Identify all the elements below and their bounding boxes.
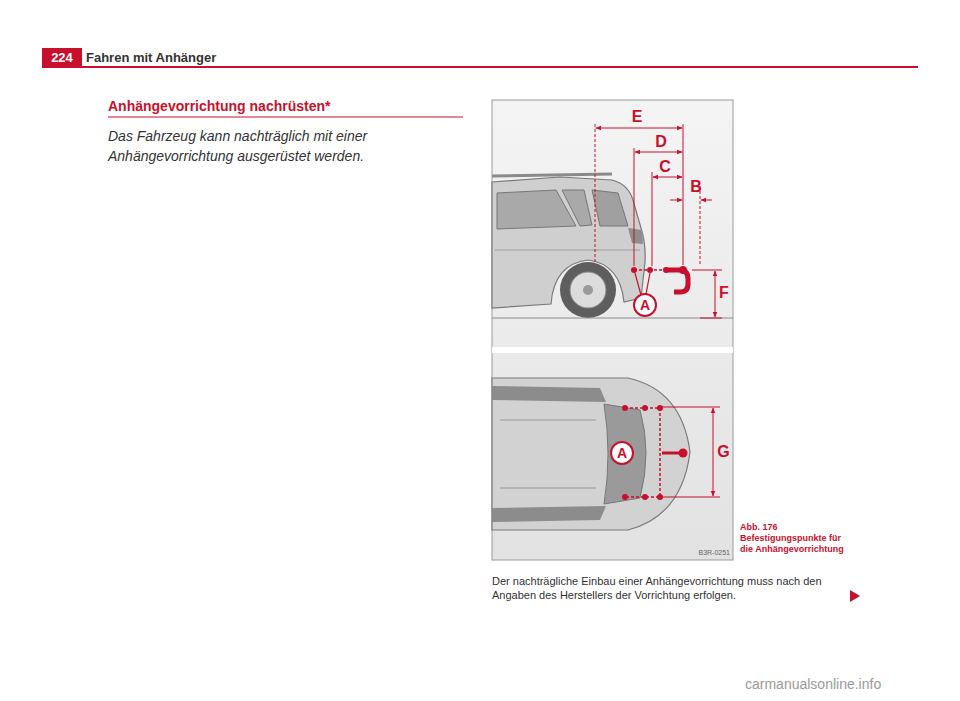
figure-frame xyxy=(492,100,733,560)
car-top-view xyxy=(492,350,733,530)
figure-caption: Abb. 176 Befestigungspunkte für die Anhä… xyxy=(740,522,852,555)
callout-circle: A xyxy=(610,441,634,465)
callout-letter: A xyxy=(640,298,650,312)
dimension-letter: C xyxy=(657,158,673,176)
dimension-lines-side xyxy=(595,124,722,318)
header-rule xyxy=(42,66,918,68)
dimension-lines-top xyxy=(662,407,720,497)
dimension-letter: E xyxy=(629,108,645,126)
section-title: Anhängevorrichtung nachrüsten* xyxy=(108,97,468,115)
intro-text: Das Fahrzeug kann nachträglich mit einer… xyxy=(108,126,463,166)
callout-circle: A xyxy=(633,293,657,317)
dimension-letter: F xyxy=(717,284,731,302)
callout-letter: A xyxy=(617,446,627,460)
dimension-letter: D xyxy=(653,133,669,151)
car-side-view xyxy=(492,174,733,318)
figure-code: B3R-0251 xyxy=(672,548,730,557)
watermark: carmanualsonline.info xyxy=(745,676,945,692)
running-header: Fahren mit Anhänger xyxy=(86,49,386,66)
title-rule xyxy=(108,117,463,118)
continue-arrow xyxy=(850,590,860,602)
page-number: 224 xyxy=(44,49,80,66)
body-text: Der nachträgliche Einbau einer Anhängevo… xyxy=(492,574,842,602)
page-number-box xyxy=(42,48,82,67)
dimension-letter: G xyxy=(716,443,731,461)
dimension-letter: B xyxy=(688,178,704,196)
